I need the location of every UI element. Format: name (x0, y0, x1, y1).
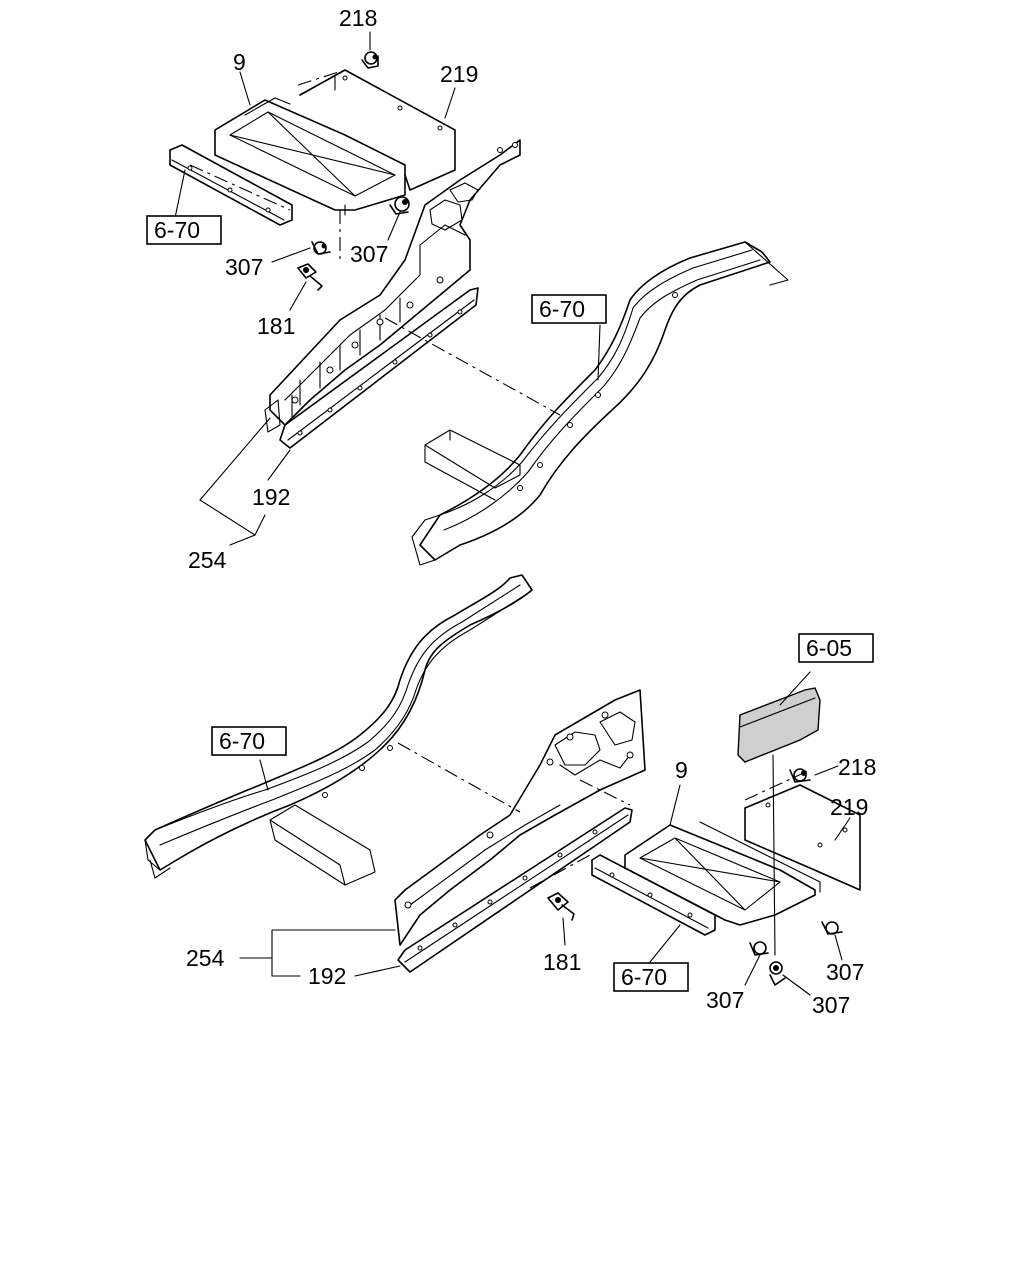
label-top-219: 219 (440, 61, 478, 87)
label-top-307-left: 307 (225, 254, 263, 280)
label-top-307-right: 307 (350, 241, 388, 267)
top-ref-box-frame (531, 294, 607, 324)
bottom-bolt-307-a (821, 921, 843, 935)
label-bot-218: 218 (838, 754, 876, 780)
label-top-9: 9 (233, 49, 246, 75)
bottom-mudflap-plate (744, 784, 861, 891)
label-bot-181: 181 (543, 949, 581, 975)
bottom-ref-box-frame (211, 726, 287, 756)
top-assembly: 218 9 219 6-70 307 307 181 6-70 192 254 (146, 5, 789, 573)
top-angle-rail (279, 287, 479, 449)
top-ref-box-left (146, 215, 222, 245)
top-side-rail (169, 144, 293, 226)
bottom-main-bracket (394, 689, 646, 946)
top-bolt-181 (297, 263, 323, 291)
label-top-192: 192 (252, 484, 290, 510)
label-bot-307-c: 307 (812, 992, 850, 1018)
bottom-assembly: 6-70 6-05 218 9 219 254 192 181 6-70 307… (144, 574, 876, 1018)
top-bolt-307-right (389, 196, 410, 215)
label-top-218: 218 (339, 5, 377, 31)
bottom-bolt-218 (789, 768, 811, 783)
bottom-angle-rail (397, 807, 633, 973)
label-bot-219: 219 (830, 794, 868, 820)
label-top-254: 254 (188, 547, 227, 573)
bottom-bolt-181 (547, 892, 575, 921)
bottom-ref-box-605 (798, 633, 874, 663)
label-top-ref-left: 6-70 (154, 217, 200, 243)
label-bot-9: 9 (675, 757, 688, 783)
label-bot-192: 192 (308, 963, 346, 989)
top-bolt-307-left (311, 241, 331, 255)
bottom-bolt-307-b (749, 941, 769, 956)
label-bot-307-a: 307 (826, 959, 864, 985)
bottom-frame-rail (144, 574, 533, 886)
top-step-bracket (214, 97, 406, 216)
label-bot-ref-605: 6-05 (806, 635, 852, 661)
top-bolt-218 (361, 51, 379, 69)
label-bot-254: 254 (186, 945, 225, 971)
label-top-ref-frame: 6-70 (539, 296, 585, 322)
label-bot-307-b: 307 (706, 987, 744, 1013)
top-mudflap-plate (299, 69, 456, 191)
bottom-side-rail (591, 854, 716, 936)
top-frame-rail (411, 241, 789, 566)
bottom-step-bracket (624, 821, 821, 926)
top-main-bracket (264, 139, 521, 433)
bottom-ref-box-rail (613, 962, 689, 992)
bottom-bolt-307-c (769, 961, 786, 986)
label-bot-ref-bottom: 6-70 (621, 964, 667, 990)
label-bot-ref-frame: 6-70 (219, 728, 265, 754)
bottom-mudflap-6-05 (737, 687, 821, 956)
label-top-181: 181 (257, 313, 295, 339)
